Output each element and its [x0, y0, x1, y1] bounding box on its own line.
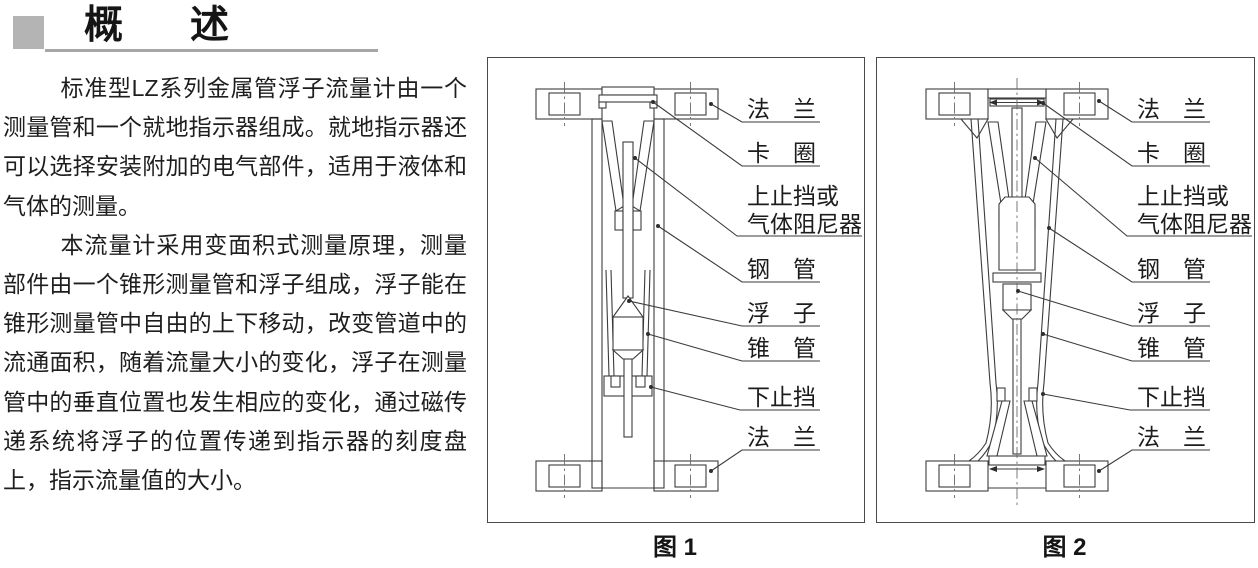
figure-2-drawing: 法 兰 卡 圈 上止挡或 气体阻尼器 钢 管 浮 子 锥 管 下止挡 法 兰: [925, 78, 1252, 505]
paragraph-1: 标准型LZ系列金属管浮子流量计由一个测量管和一个就地指示器组成。就地指示器还可以…: [3, 75, 467, 219]
figure-1-caption: 图 1: [652, 534, 697, 561]
figure-2-caption: 图 2: [1042, 534, 1087, 561]
clamp-ring-drawing: [598, 86, 658, 109]
label-upper-stop-line2: 气体阻尼器: [747, 211, 862, 237]
flange-top-drawing: [925, 82, 1109, 139]
label-upper-stop-line2: 气体阻尼器: [1137, 211, 1252, 237]
label-cone-tube: 锥 管: [747, 335, 816, 361]
title-underline: [45, 49, 378, 52]
label-clamp-ring: 卡 圈: [1137, 140, 1206, 166]
label-flange-bottom: 法 兰: [747, 424, 816, 450]
overview-text: 标准型LZ系列金属管浮子流量计由一个测量管和一个就地指示器组成。就地指示器还可以…: [3, 69, 467, 500]
label-float: 浮 子: [1137, 300, 1206, 326]
lower-stop-drawing: [986, 387, 1048, 472]
label-flange-bottom: 法 兰: [1137, 424, 1206, 450]
leader-lines: [627, 100, 862, 473]
leader-lines: [1016, 99, 1252, 473]
float-rod: [623, 358, 633, 438]
figure-1-drawing: 法 兰 卡 圈 上止挡或 气体阻尼器 钢 管 浮 子 锥 管 下止挡 法 兰: [535, 82, 862, 498]
title-bullet-square: [13, 16, 44, 49]
upper-stop-drawing: [601, 120, 655, 299]
label-float: 浮 子: [747, 300, 816, 326]
figure-1-box: 法 兰 卡 圈 上止挡或 气体阻尼器 钢 管 浮 子 锥 管 下止挡 法 兰: [487, 57, 865, 523]
label-flange-top: 法 兰: [1137, 96, 1206, 122]
flange-bottom-drawing: [925, 454, 1109, 498]
flange-top-drawing: [535, 82, 719, 126]
section-title: 概 述: [84, 4, 244, 47]
paragraph-2: 本流量计采用变面积式测量原理，测量部件由一个锥形测量管和浮子组成，浮子能在锥形测…: [3, 231, 467, 494]
label-clamp-ring: 卡 圈: [747, 140, 816, 166]
label-cone-tube: 锥 管: [1137, 335, 1206, 361]
label-upper-stop-line1: 上止挡或: [747, 183, 839, 209]
label-flange-top: 法 兰: [747, 96, 816, 122]
label-lower-stop: 下止挡: [747, 384, 816, 410]
label-steel-tube: 钢 管: [747, 256, 816, 282]
label-upper-stop-line1: 上止挡或: [1137, 183, 1229, 209]
float-drawing: [611, 295, 645, 360]
steel-tube-drawing: [591, 118, 665, 489]
figure-2-box: 法 兰 卡 圈 上止挡或 气体阻尼器 钢 管 浮 子 锥 管 下止挡 法 兰: [876, 57, 1255, 523]
label-steel-tube: 钢 管: [1137, 256, 1206, 282]
label-lower-stop: 下止挡: [1137, 384, 1206, 410]
flange-bottom-drawing: [535, 454, 719, 498]
